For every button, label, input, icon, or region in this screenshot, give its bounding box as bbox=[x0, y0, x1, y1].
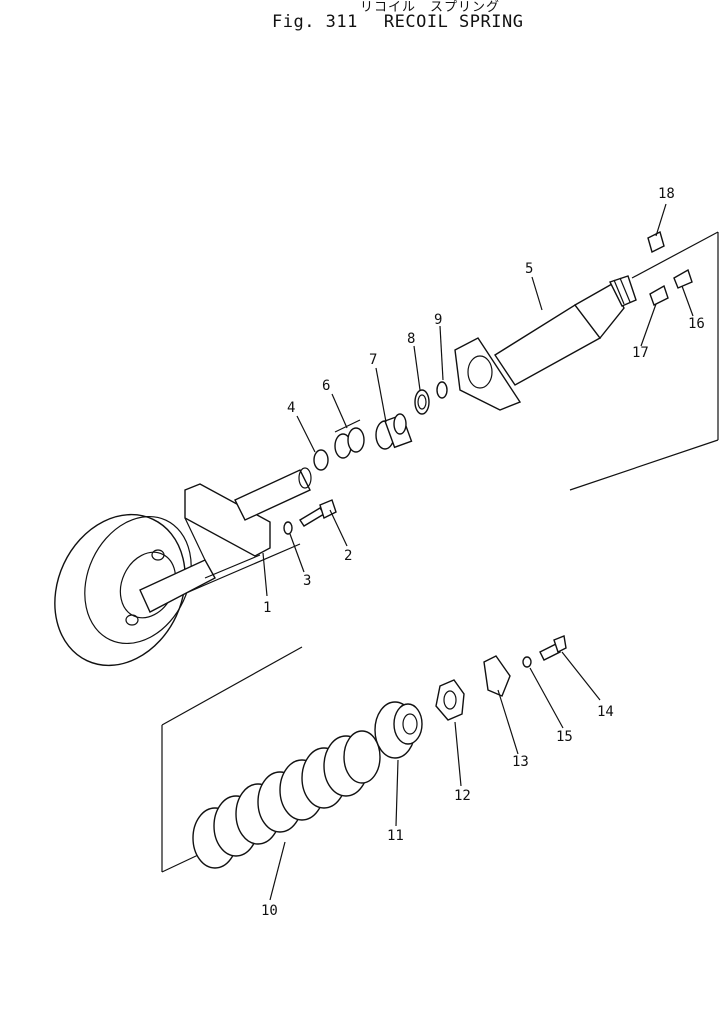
callout-18: 18 bbox=[658, 186, 675, 202]
leader-lines bbox=[262, 203, 694, 901]
callout-1: 1 bbox=[263, 600, 271, 616]
title-japanese: リコイル スプリング bbox=[360, 0, 501, 15]
piston-part-7 bbox=[375, 413, 413, 450]
callout-17: 17 bbox=[632, 345, 649, 361]
figure-number: Fig. 311 bbox=[272, 12, 358, 32]
o-ring-part-4 bbox=[313, 449, 329, 471]
bolt-part-14 bbox=[539, 635, 567, 661]
spring-seat-part-11 bbox=[374, 701, 423, 759]
yoke-part-1 bbox=[139, 467, 312, 613]
callout-5: 5 bbox=[525, 261, 533, 277]
callout-11: 11 bbox=[387, 828, 404, 844]
callout-7: 7 bbox=[369, 352, 377, 368]
fitting-part-17 bbox=[649, 284, 669, 306]
figure-title: Fig. 311 RECOIL SPRING bbox=[272, 12, 523, 32]
snap-ring-part-9 bbox=[436, 381, 448, 399]
figure-name: RECOIL SPRING bbox=[383, 12, 524, 32]
callout-9: 9 bbox=[434, 312, 442, 328]
bolt-part-2 bbox=[299, 499, 337, 527]
callout-6: 6 bbox=[322, 378, 330, 394]
spring-part-10 bbox=[192, 730, 381, 869]
lock-part-13 bbox=[483, 655, 511, 697]
callout-4: 4 bbox=[287, 400, 295, 416]
callout-2: 2 bbox=[344, 548, 352, 564]
callout-16: 16 bbox=[688, 316, 705, 332]
callout-8: 8 bbox=[407, 331, 415, 347]
callout-12: 12 bbox=[454, 788, 471, 804]
ring-part-6 bbox=[334, 419, 365, 459]
callout-10: 10 bbox=[261, 903, 278, 919]
callout-3: 3 bbox=[303, 573, 311, 589]
upper-plane-outline bbox=[169, 231, 719, 601]
seal-part-8 bbox=[414, 389, 430, 415]
callout-13: 13 bbox=[512, 754, 529, 770]
fitting-part-16 bbox=[673, 268, 693, 289]
callout-15: 15 bbox=[556, 729, 573, 745]
washer-part-3 bbox=[283, 521, 293, 535]
washer-part-15 bbox=[522, 656, 532, 668]
callout-14: 14 bbox=[597, 704, 614, 720]
idler-wheel bbox=[54, 513, 192, 667]
nut-part-12 bbox=[435, 679, 465, 721]
cylinder-part-5 bbox=[454, 275, 637, 411]
